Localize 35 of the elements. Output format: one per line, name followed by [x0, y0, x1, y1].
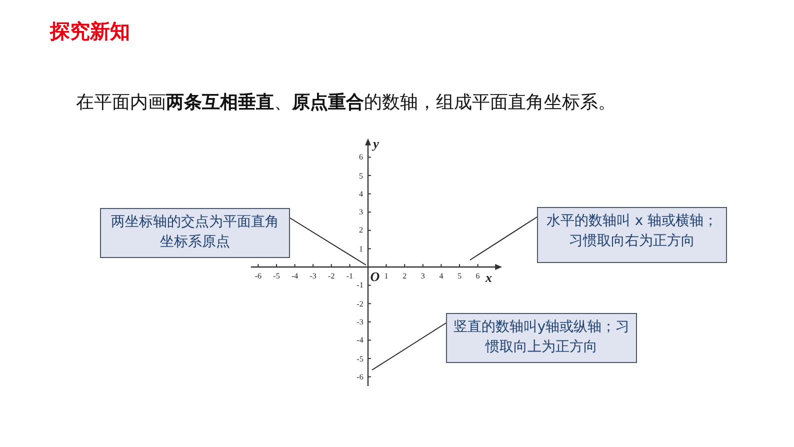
leader-line [372, 322, 446, 370]
tick-label: 4 [359, 189, 363, 198]
tick-label: 5 [458, 272, 462, 280]
tick-label: 4 [439, 272, 444, 280]
tick-label: 1 [384, 272, 388, 280]
heading-text: 在平面内画两条互相垂直、原点重合的数轴，组成平面直角坐标系。 [76, 91, 616, 114]
tick-label: -1 [356, 280, 364, 290]
tick-label: -4 [356, 336, 364, 345]
tick-label: -5 [273, 272, 280, 280]
slide-title: 探究新知 [50, 18, 130, 45]
tick-label: -2 [356, 299, 364, 308]
tick-label: 3 [359, 208, 363, 217]
callout-box: 水平的数轴叫 x 轴或横轴；习惯取向右为正方向 [537, 207, 727, 263]
tick-label: 1 [359, 244, 363, 254]
tick-label: 6 [359, 152, 363, 162]
tick-label: -2 [328, 272, 335, 280]
tick-label: -4 [291, 272, 298, 280]
leader-line [470, 216, 538, 260]
axis-label: O [370, 269, 380, 285]
tick-label: 2 [402, 272, 407, 280]
tick-label: 5 [359, 171, 363, 180]
tick-label: 2 [359, 226, 363, 235]
tick-label: -6 [254, 272, 262, 280]
axis-label: x [486, 270, 492, 286]
tick-label: -6 [356, 372, 364, 382]
tick-label: -3 [310, 272, 316, 280]
callout-box: 竖直的数轴叫y轴或纵轴；习惯取向上为正方向 [446, 313, 637, 363]
axis-label: y [373, 136, 379, 152]
tick-label: -5 [356, 354, 364, 363]
tick-label: 3 [420, 272, 425, 280]
tick-label: -1 [346, 272, 354, 280]
tick-label: 6 [476, 272, 480, 280]
tick-label: -3 [356, 317, 364, 326]
leader-line [290, 218, 366, 266]
callout-box: 两坐标轴的交点为平面直角坐标系原点 [100, 208, 290, 258]
